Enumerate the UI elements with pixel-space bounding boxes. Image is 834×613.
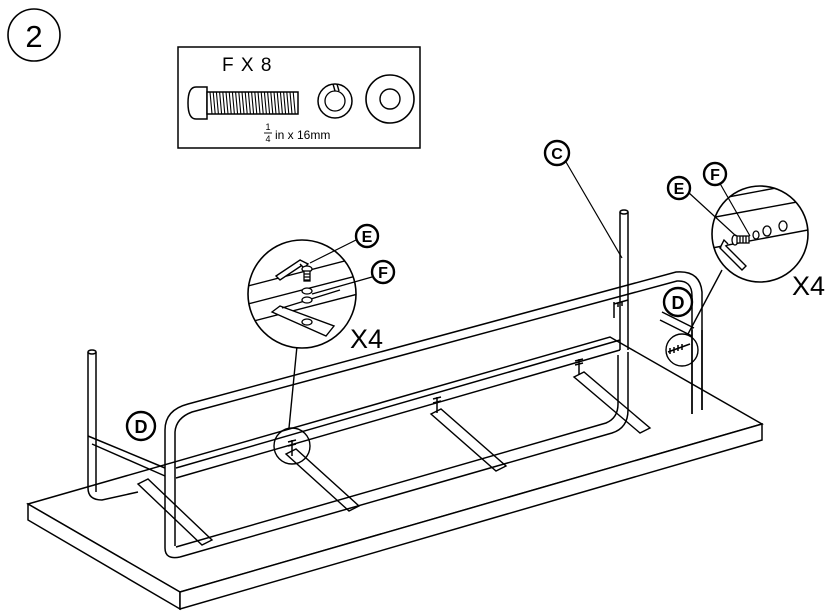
bolt-size-text: in x 16mm [275, 128, 330, 142]
frame-back-rail [164, 271, 703, 431]
multiplier-left: X4 [350, 324, 383, 354]
label-f-left-text: F [378, 265, 388, 282]
detail-zoom-left: E F X4 [247, 223, 396, 354]
leg-d-left [87, 349, 166, 501]
label-e-left: E [354, 223, 380, 249]
detail-bolt-right-icon [731, 220, 788, 246]
callout-target-right [665, 269, 723, 367]
cross-bar [572, 371, 652, 434]
screw-mark [432, 396, 442, 413]
detail-zoom-right: E F X4 [666, 161, 825, 301]
hex-key-e-right-icon [719, 238, 747, 271]
label-d-left: D [125, 410, 157, 442]
label-c-text: C [551, 146, 563, 163]
bolt-size-label: 1 4 in x 16mm [264, 122, 330, 144]
screw-mark [667, 343, 691, 354]
step-number-badge: 2 [7, 8, 61, 62]
frame-middle-rail [175, 339, 621, 469]
bolt-size-denominator: 4 [265, 134, 270, 144]
label-e-right-text: E [674, 181, 685, 198]
part-count-label: F X 8 [222, 55, 272, 76]
flat-washer-icon [365, 74, 415, 124]
step-number: 2 [25, 19, 42, 54]
label-d-right-text: D [672, 293, 685, 313]
table-frame [164, 271, 703, 559]
label-c: C [543, 139, 623, 259]
lock-washer-icon [317, 83, 353, 119]
bolt-size-numerator: 1 [265, 122, 270, 132]
detail-bolt-icon [301, 265, 313, 326]
callout-target-left [273, 345, 311, 465]
leg-c [619, 209, 629, 350]
label-d-right: D [662, 286, 694, 318]
label-f-right-text: F [710, 167, 720, 184]
parts-box: F X 8 1 4 in x 16mm [177, 46, 421, 149]
label-e-left-text: E [362, 229, 373, 246]
label-f-right: F [702, 161, 728, 187]
screw-mark [287, 439, 297, 456]
label-f-left: F [370, 259, 396, 285]
step-circle [7, 8, 61, 62]
frame-back-rail-inner [174, 280, 693, 433]
frame-front-rail [179, 352, 629, 558]
frame-front-rail-inner [175, 355, 619, 548]
screw-mark [613, 299, 629, 318]
screw-mark [574, 358, 584, 375]
leg-d-right [659, 311, 703, 414]
tabletop [26, 336, 764, 611]
frame-middle-rail-inner [175, 349, 621, 479]
frame-left-upright-outer [164, 430, 181, 559]
tabletop-side-edge [179, 423, 763, 610]
label-e-right: E [666, 175, 692, 201]
multiplier-right: X4 [792, 271, 825, 301]
label-d-left-text: D [135, 417, 148, 437]
screw-marks [287, 299, 691, 456]
bolt-icon [187, 86, 299, 120]
